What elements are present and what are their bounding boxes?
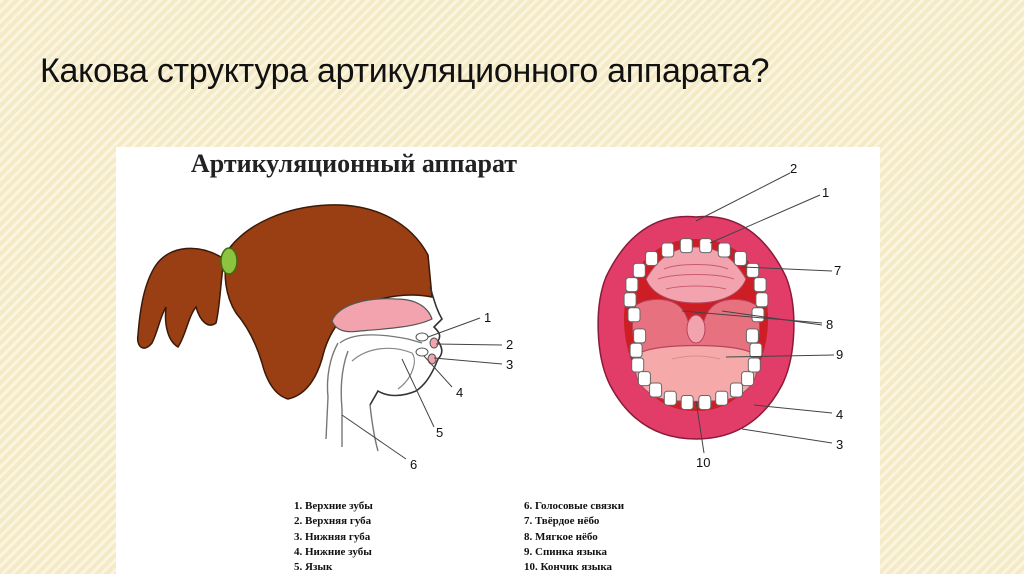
legend-item: 3. Нижняя губа bbox=[294, 530, 371, 543]
tooth bbox=[627, 307, 641, 323]
tooth bbox=[631, 357, 645, 373]
tooth bbox=[746, 262, 760, 278]
legend-item: 9. Спинка языка bbox=[524, 545, 608, 558]
figure-heading: Артикуляционный аппарат bbox=[190, 149, 518, 178]
slide-title: Какова структура артикуляционного аппара… bbox=[40, 52, 770, 90]
tooth bbox=[661, 242, 675, 258]
face-profile bbox=[369, 286, 444, 406]
tooth bbox=[645, 251, 659, 266]
mouth-callout-4: 4 bbox=[836, 407, 843, 422]
side-callout-6: 6 bbox=[410, 457, 417, 472]
lower-teeth-side bbox=[415, 347, 429, 357]
mouth-callout-1: 1 bbox=[822, 185, 829, 200]
tooth bbox=[629, 342, 643, 358]
side-view-head bbox=[136, 204, 444, 452]
mouth-view-callouts: 2 1 7 8 9 4 3 10 bbox=[696, 161, 843, 470]
side-callout-2: 2 bbox=[506, 337, 513, 352]
ponytail bbox=[136, 247, 225, 349]
palate-ridges bbox=[657, 264, 735, 290]
side-callout-1: 1 bbox=[484, 310, 491, 325]
tooth bbox=[699, 238, 713, 254]
tooth bbox=[733, 251, 747, 266]
tooth bbox=[623, 292, 637, 308]
mouth-callout-10: 10 bbox=[696, 455, 710, 470]
side-callout-5: 5 bbox=[436, 425, 443, 440]
tooth bbox=[633, 328, 647, 344]
tooth bbox=[625, 277, 639, 293]
legend-item: 5. Язык bbox=[294, 561, 333, 574]
tooth bbox=[741, 371, 755, 387]
tooth bbox=[715, 390, 729, 406]
articulation-figure: Артикуляционный аппарат bbox=[116, 147, 880, 574]
uvula bbox=[686, 314, 706, 344]
tooth bbox=[747, 357, 761, 373]
tooth bbox=[717, 242, 731, 258]
tooth bbox=[679, 238, 693, 254]
hair bbox=[224, 204, 433, 400]
throat-outline bbox=[325, 342, 349, 447]
upper-teeth-side bbox=[415, 332, 429, 342]
side-view-leaders bbox=[341, 317, 503, 460]
tooth bbox=[749, 342, 763, 358]
tooth bbox=[680, 395, 694, 410]
hair-tie bbox=[220, 247, 238, 275]
palate-line bbox=[339, 334, 423, 344]
legend-left: 1. Верхние зубы 2. Верхняя губа 3. Нижня… bbox=[294, 499, 373, 574]
tooth bbox=[755, 292, 769, 308]
side-view-callouts: 1 2 3 4 5 6 bbox=[410, 310, 513, 472]
legend-item: 6. Голосовые связки bbox=[524, 500, 625, 512]
upper-teeth bbox=[623, 238, 769, 323]
tooth bbox=[745, 328, 759, 344]
lower-lip-side bbox=[427, 353, 437, 365]
mouth-callout-2: 2 bbox=[790, 161, 797, 176]
side-callout-4: 4 bbox=[456, 385, 463, 400]
legend-item: 1. Верхние зубы bbox=[294, 500, 373, 512]
articulation-diagram: 1 2 3 4 5 6 bbox=[136, 161, 843, 472]
tongue-midline bbox=[671, 355, 721, 360]
mouth-callout-9: 9 bbox=[836, 347, 843, 362]
legend-item: 2. Верхняя губа bbox=[294, 515, 372, 528]
tooth bbox=[729, 382, 743, 398]
tooth bbox=[753, 277, 767, 293]
legend-right: 6. Голосовые связки 7. Твёрдое нёбо 8. М… bbox=[524, 499, 624, 574]
tooth bbox=[698, 395, 712, 410]
legend-item: 8. Мягкое нёбо bbox=[524, 530, 598, 543]
legend-item: 7. Твёрдое нёбо bbox=[524, 515, 600, 528]
mouth-callout-7: 7 bbox=[834, 263, 841, 278]
tooth bbox=[637, 371, 651, 387]
mouth-callout-8: 8 bbox=[826, 317, 833, 332]
tongue-curve bbox=[351, 347, 415, 390]
upper-lip-side bbox=[429, 337, 439, 349]
tooth bbox=[649, 382, 663, 398]
nasal-cavity bbox=[331, 298, 433, 333]
tooth bbox=[632, 262, 646, 278]
neck-outline bbox=[369, 404, 379, 452]
tooth bbox=[663, 390, 677, 406]
tooth bbox=[751, 307, 765, 323]
legend-item: 4. Нижние зубы bbox=[294, 545, 372, 558]
legend-item: 10. Кончик языка bbox=[524, 561, 613, 574]
side-callout-3: 3 bbox=[506, 357, 513, 372]
mouth-view-leaders bbox=[681, 172, 835, 454]
mouth-callout-3: 3 bbox=[836, 437, 843, 452]
lower-teeth bbox=[629, 328, 763, 410]
